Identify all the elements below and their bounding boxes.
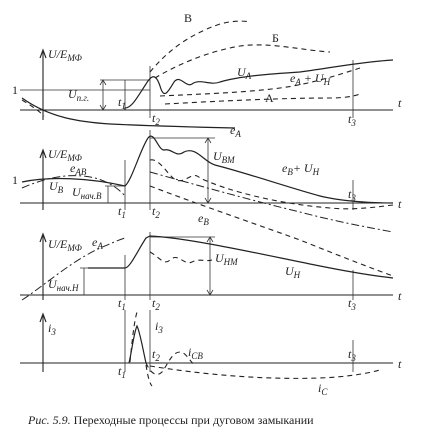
label-UA: UA <box>237 65 252 81</box>
panel3-y-label: U/EМФ <box>48 237 83 253</box>
panel3-dashed-osc <box>149 251 213 264</box>
panel1-dash-left <box>21 99 45 117</box>
panel1-UA-curve <box>124 59 394 110</box>
label-B: Б <box>272 31 279 45</box>
panel2-y-arrow <box>39 148 47 159</box>
panel2-eB-dashdot <box>149 171 394 233</box>
panel3-y-arrow <box>39 232 47 243</box>
panel4-iCV-curve <box>145 351 195 375</box>
panel1-t2-label: t2 <box>152 111 160 127</box>
panel-4: i3 i3 iCB iC t t1 t2 t3 <box>20 310 402 397</box>
label-iCV: iCB <box>188 345 203 361</box>
panel2-t2-label: t2 <box>152 204 160 220</box>
panel1-V-curve <box>149 20 251 73</box>
panel3-t2-label: t2 <box>152 296 160 312</box>
label-eA-panel3: eA <box>92 235 103 251</box>
panel3-t3-label: t3 <box>348 296 356 312</box>
panel1-eA-curve <box>21 97 236 129</box>
label-UVM: UВМ <box>213 149 235 165</box>
panel1-t3-label: t3 <box>348 112 356 128</box>
label-V: В <box>184 11 192 25</box>
panel3-unm-arrows <box>206 236 214 296</box>
label-Unach-B: Uнач.B <box>72 185 102 201</box>
panel1-y-label: U/EМФ <box>48 47 83 63</box>
panel2-UB-curve <box>21 135 394 204</box>
panel1-eA-UN-curve <box>159 67 361 97</box>
panel3-eA-dashdot <box>21 237 126 301</box>
panel2-uvm-arrows <box>204 137 212 204</box>
panel4-t3-label: t3 <box>348 347 356 363</box>
panel4-t-label: t <box>398 357 402 371</box>
label-UB: UB <box>49 179 64 195</box>
panel3-t-label: t <box>398 289 402 303</box>
label-Unach-N: Uнач.Н <box>48 277 79 293</box>
panel1-B-curve <box>154 44 331 79</box>
label-eB-plus-UN: eB+ UН <box>282 161 320 177</box>
label-one-mid: 1 <box>12 173 18 187</box>
panel4-y-label: i3 <box>48 321 56 337</box>
panel2-t3-label: t3 <box>348 187 356 203</box>
label-eB: eB <box>198 211 209 227</box>
label-eA-plus-UN: eA + UН <box>290 71 331 87</box>
label-Upg: Uп.г. <box>68 87 89 103</box>
label-eA: eA <box>230 123 241 139</box>
panel4-y-arrow <box>39 312 47 323</box>
panel1-t1-label: t1 <box>118 95 126 111</box>
panel1-y-arrow <box>39 48 47 59</box>
panel1-upg-arrows <box>99 79 107 111</box>
panel1-A-curve <box>164 93 361 105</box>
panel3-UN-curve <box>88 235 394 279</box>
panel4-iC-curve <box>149 365 381 379</box>
panel2-t1-label: t1 <box>118 204 126 220</box>
panel4-dash-down <box>145 364 153 387</box>
panel4-i3-dash <box>129 311 138 363</box>
panel2-eAB-curve <box>21 175 126 197</box>
label-UN: UН <box>285 264 301 280</box>
panel-3: U/EМФ eA UНМ UН Uнач.Н t t1 t2 t3 <box>20 232 402 312</box>
panel4-i3-pulse <box>128 324 147 364</box>
figure-caption: Рис. 5.9. Переходные процессы при дугово… <box>27 413 314 427</box>
panel1-t-label: t <box>398 96 402 110</box>
label-i3-curve: i3 <box>155 319 163 335</box>
panel-1: В Б А 1 U/EМФ Uп.г. UA eA + UН eA t t1 t… <box>12 11 402 139</box>
label-iC: iC <box>318 381 328 397</box>
panel3-t1-label: t1 <box>118 296 126 312</box>
label-A: А <box>265 91 274 105</box>
panel4-t2-label: t2 <box>152 347 160 363</box>
panel2-eA-dashed <box>149 185 394 277</box>
panel2-y-label: U/EМФ <box>48 147 83 163</box>
panel2-t-label: t <box>398 197 402 211</box>
panel-2: 1 U/EМФ eAB UB Uнач.B UВМ eB+ UН eB t t1… <box>12 130 402 277</box>
panel2-eB-UN-curve <box>149 159 394 210</box>
panel4-t1-label: t1 <box>118 364 126 380</box>
label-eAB: eAB <box>70 161 87 177</box>
label-one-top: 1 <box>12 83 18 97</box>
label-UNM: UНМ <box>215 251 238 267</box>
